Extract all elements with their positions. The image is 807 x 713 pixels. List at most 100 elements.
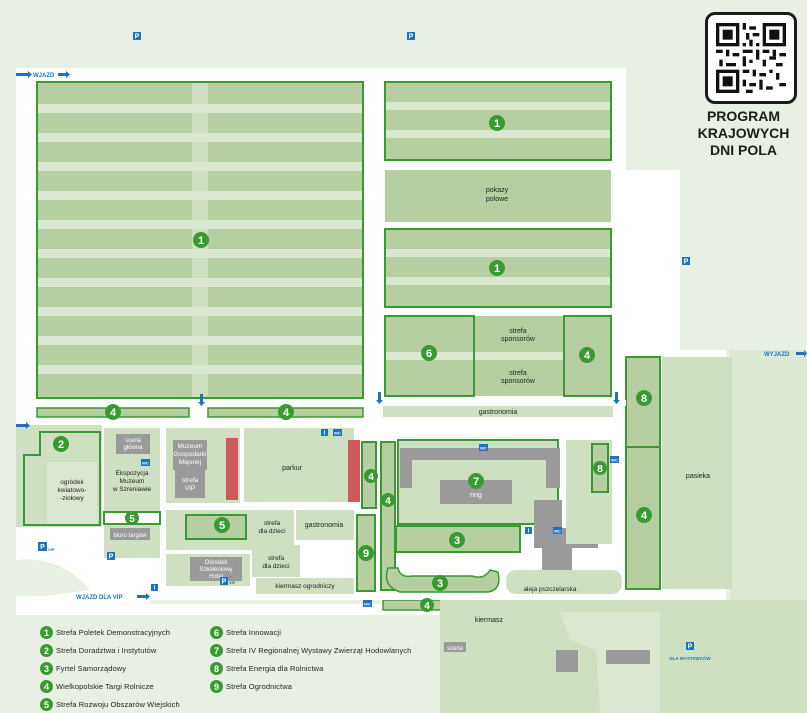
arrow-right-icon: [796, 350, 807, 357]
osrodek-building: [190, 557, 242, 581]
zone-badge-3: 3: [449, 532, 465, 548]
wc-label: WC: [364, 602, 371, 607]
label-ogrodek-a: ogródek: [60, 479, 84, 486]
wc-label: WC: [334, 431, 341, 436]
arrow-right-icon: [16, 422, 30, 429]
zone-badge-4: 4: [420, 598, 434, 612]
zone-badge-4: 4: [636, 507, 652, 523]
zone-number: 5: [129, 514, 135, 525]
label-ogrodek-c: -ziołowy: [60, 495, 84, 502]
wc-icon: WC: [553, 527, 562, 534]
parking-letter: P: [684, 259, 689, 266]
zone-number: 5: [219, 520, 225, 532]
zone-number: 4: [110, 407, 117, 419]
parking-icon: P: [686, 642, 694, 651]
zone-number: 1: [198, 235, 204, 247]
zone-badges: 1 1 1 6 4 4 4 8 4 2 5 5 4 4 9 7 3 3 8 4: [53, 115, 652, 612]
label-polowe: polowe: [486, 196, 508, 203]
legend-item-9: 9 Strefa Ogrodnictwa: [210, 680, 292, 693]
zone-badge-3: 3: [432, 575, 448, 591]
wc-icon: WC: [363, 600, 372, 607]
zone-number: 9: [363, 548, 369, 560]
label-scena-glowna-a: scena: [125, 438, 142, 444]
parking-icon: P: [107, 552, 115, 561]
parking-letter: P: [135, 34, 140, 41]
zone-badge-1: 1: [193, 232, 209, 248]
program-title: PROGRAM KRAJOWYCH DNI POLA: [680, 108, 807, 159]
arrow-down-icon: [376, 392, 383, 404]
legend-label: Wielkopolskie Targi Rolnicze: [56, 682, 154, 691]
label-kiermasz-ogrodniczy: kiermasz ogrodniczy: [275, 583, 335, 590]
wc-label: WC: [142, 461, 149, 466]
zone-4-vertical-b: [380, 441, 396, 591]
scena-glowna-building: [116, 434, 150, 454]
zone-number: 1: [494, 263, 500, 275]
zone-badge-8: 8: [593, 461, 607, 475]
legend-badge: 9: [210, 680, 223, 693]
zone-badge-4: 4: [381, 493, 395, 507]
legend-label: Strefa IV Regionalnej Wystawy Zwierząt H…: [226, 646, 412, 655]
program-line-2: KRAJOWYCH: [697, 125, 790, 141]
legend-badge: 7: [210, 644, 223, 657]
barn-left: [226, 438, 238, 500]
parking-letter: P: [409, 34, 414, 41]
label-ogrodek-b: kwiatowo-: [58, 487, 87, 494]
program-line-1: PROGRAM: [706, 108, 781, 124]
label-sponsors-2b: sponsorów: [501, 378, 536, 385]
label-dzieci-1b: dla dzieci: [258, 528, 285, 535]
legend-label: Strefa Innowacji: [226, 628, 281, 637]
wc-label: WC: [554, 529, 561, 534]
legend-badge: 2: [40, 644, 53, 657]
parking-icon: P: [220, 577, 228, 586]
zone-1-east-top: [384, 81, 612, 161]
legend-item-8: 8 Strefa Energia dla Rolnictwa: [210, 662, 323, 675]
info-letter: i: [154, 586, 156, 592]
legend-label: Strefa Rozwoju Obszarów Wiejskich: [56, 700, 180, 709]
qr-code-icon: [716, 23, 786, 93]
strefa-dla-dzieci-1: [250, 510, 294, 550]
zone-badge-9: 9: [358, 545, 374, 561]
label-parkur: parkur: [282, 465, 303, 472]
label-strefa-vip-b: VIP: [185, 485, 195, 492]
legend-item-6: 6 Strefa Innowacji: [210, 626, 281, 639]
label-strefa-vip-a: strefa: [182, 477, 199, 484]
strefa-dla-dzieci-2: [252, 545, 300, 577]
zone-badge-5: 5: [214, 517, 230, 533]
zone-number: 4: [424, 601, 430, 612]
label-dzieci-1a: strefa: [264, 520, 281, 527]
zone-badge-1: 1: [489, 260, 505, 276]
label-wjazd-vip: WJAZD DLA VIP: [76, 595, 122, 601]
label-osrodek-c: Hotel: [209, 574, 223, 580]
zone-badge-4: 4: [364, 469, 378, 483]
zone-badge-2: 2: [53, 436, 69, 452]
zone-6-area: [384, 315, 475, 397]
legend-label: Strefa Poletek Demonstracyjnych: [56, 628, 170, 637]
label-sponsors-1a: strefa: [509, 328, 527, 335]
qr-code[interactable]: [705, 12, 797, 104]
label-ekspozycja-b: Muzeum: [120, 478, 145, 485]
label-muzeum-b: Gospodarki: [173, 451, 206, 458]
wc-icon: WC: [141, 459, 150, 466]
parkur-field: [244, 428, 354, 502]
legend-item-2: 2 Strefa Doradztwa i Instytutów: [40, 644, 156, 657]
vip-tag: VIP: [48, 547, 55, 552]
wc-icon: WC: [479, 444, 488, 451]
scena-small-building: [444, 642, 466, 652]
arrow-down-icon: [613, 392, 620, 404]
pasieka-field: [662, 357, 732, 589]
zone-number: 8: [641, 393, 647, 405]
zone-number: 4: [283, 407, 290, 419]
zone-1-east-middle: [384, 228, 612, 308]
muzeum-building: [173, 440, 207, 470]
zone-number: 2: [58, 439, 64, 451]
zone-number: 4: [385, 496, 391, 507]
arrow-right-icon: [16, 71, 32, 78]
legend: 1 Strefa Poletek Demonstracyjnych 2 Stre…: [40, 622, 440, 713]
label-aleja: aleja pszczelarska: [523, 586, 576, 593]
label-pokazy: pokazy: [486, 187, 509, 194]
legend-badge: 5: [40, 698, 53, 711]
arrow-right-icon: [58, 71, 70, 78]
label-wjazd-top: WJAZD: [33, 73, 55, 79]
